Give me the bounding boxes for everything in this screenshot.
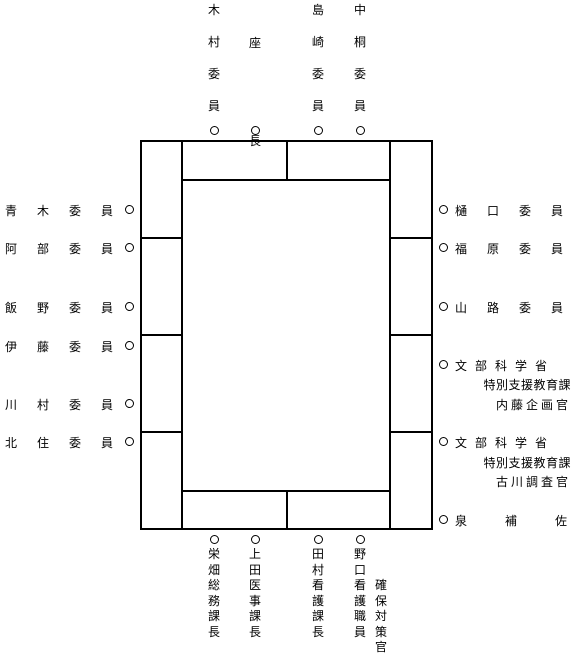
seat-dept-furukawa: 特別支援教育課: [483, 456, 571, 470]
seat-label-izumi: 泉補佐: [455, 514, 567, 528]
seat-marker-furukawa: [439, 437, 448, 446]
seat-label-fukuhara: 福原委員: [455, 242, 576, 256]
seat-marker-chair: [251, 126, 260, 135]
seat-marker-yamaji: [439, 302, 448, 311]
seat-marker-shimazaki: [314, 126, 323, 135]
seat-marker-tamura: [314, 535, 323, 544]
seat-label-chair: 座長: [248, 36, 261, 148]
seat-marker-kawamura: [125, 399, 134, 408]
seat-label-nakagiri: 中桐委員: [353, 3, 366, 113]
seat-label-tamura: 田村看護課長: [311, 547, 324, 639]
seat-marker-kitazumi: [125, 437, 134, 446]
seat-marker-abe: [125, 243, 134, 252]
seat-org-naito: 文部科学省: [455, 359, 556, 373]
seat-name-furukawa: 古川調査官: [495, 475, 571, 489]
seat-label-noguchi: 野口看護職員: [353, 547, 366, 639]
seat-marker-ito: [125, 341, 134, 350]
seat-dept-naito: 特別支援教育課: [483, 378, 571, 392]
seat-label-yamaji: 山路委員: [455, 301, 576, 315]
seat-label-iino: 飯野委員: [5, 301, 134, 315]
seat-label-kitazumi: 北住委員: [5, 436, 134, 450]
seat-marker-iino: [125, 302, 134, 311]
seat-marker-sakaebata: [210, 535, 219, 544]
seat-label-ito: 伊藤委員: [5, 340, 134, 354]
seat-marker-naito: [439, 360, 448, 369]
seat-label-sakaebata: 栄畑総務課長: [207, 547, 220, 639]
seat-marker-aoki: [125, 205, 134, 214]
seat-marker-kimura: [210, 126, 219, 135]
seat-marker-ueda: [251, 535, 260, 544]
seat-marker-noguchi: [356, 535, 365, 544]
seat-label-higuchi: 樋口委員: [455, 204, 576, 218]
seat-label-kawamura: 川村委員: [5, 398, 134, 412]
seat-name-naito: 内藤企画官: [495, 398, 571, 412]
seat-label-kimura: 木村委員: [207, 3, 220, 113]
seat-label-aoki: 青木委員: [5, 204, 134, 218]
seat-marker-nakagiri: [356, 126, 365, 135]
seat-label-abe: 阿部委員: [5, 242, 134, 256]
seat-label-kakuho: 確保対策官: [374, 578, 387, 653]
seat-label-ueda: 上田医事課長: [248, 547, 261, 639]
seat-org-furukawa: 文部科学省: [455, 436, 556, 450]
seat-marker-fukuhara: [439, 243, 448, 252]
seat-marker-higuchi: [439, 205, 448, 214]
seat-label-shimazaki: 島崎委員: [311, 3, 324, 113]
seat-marker-izumi: [439, 515, 448, 524]
